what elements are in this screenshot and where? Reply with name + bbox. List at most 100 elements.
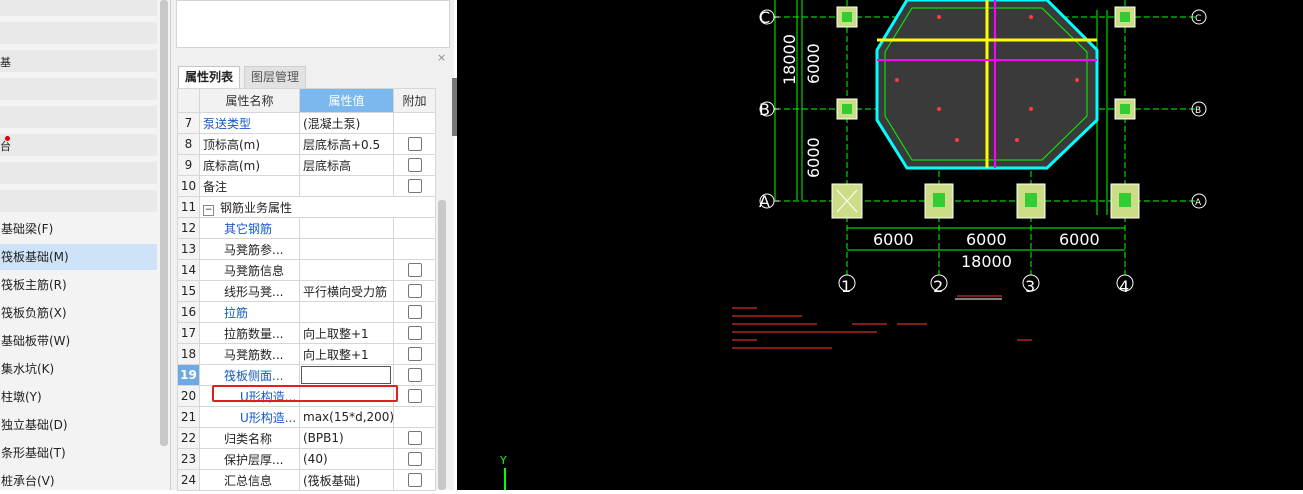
property-name: 顶标高(m) xyxy=(199,133,300,155)
attach-cell xyxy=(393,175,436,197)
table-row[interactable]: 22 归类名称 (BPB1) xyxy=(177,427,436,449)
nav-item-pile-cap[interactable]: 桩承台(V) xyxy=(1,474,55,488)
nav-group-bar[interactable] xyxy=(0,162,157,184)
property-name: 归类名称 xyxy=(199,427,300,449)
attach-checkbox[interactable] xyxy=(407,347,422,362)
table-row[interactable]: 10 备注 xyxy=(177,175,436,197)
attach-cell xyxy=(393,280,436,302)
attach-cell xyxy=(393,427,436,449)
property-value[interactable] xyxy=(299,175,394,197)
attach-cell xyxy=(393,238,436,260)
table-row[interactable]: 15 线形马凳... 平行横向受力筋 xyxy=(177,280,436,302)
header-attach[interactable]: 附加 xyxy=(393,88,436,113)
property-name: 马凳筋数... xyxy=(199,343,300,365)
property-value[interactable]: 向上取整+1 xyxy=(299,343,394,365)
nav-group-bar[interactable] xyxy=(0,190,157,212)
row-number: 13 xyxy=(177,238,200,260)
left-scrollbar[interactable] xyxy=(160,0,168,446)
description-box[interactable] xyxy=(176,0,450,48)
row-number: 8 xyxy=(177,133,200,155)
property-value[interactable] xyxy=(299,217,394,239)
nav-group-bar[interactable]: 台 xyxy=(0,134,157,156)
header-property-name[interactable]: 属性名称 xyxy=(199,88,300,113)
attach-cell xyxy=(393,301,436,323)
table-row[interactable]: 21 U形构造... max(15*d,200) xyxy=(177,406,436,428)
property-value[interactable] xyxy=(299,259,394,281)
row-number: 9 xyxy=(177,154,200,176)
property-name: 底标高(m) xyxy=(199,154,300,176)
table-row[interactable]: 18 马凳筋数... 向上取整+1 xyxy=(177,343,436,365)
property-value[interactable]: (混凝土泵) xyxy=(299,112,394,134)
property-value[interactable]: 层底标高+0.5 xyxy=(299,133,394,155)
group-header[interactable]: −钢筋业务属性 xyxy=(199,196,436,218)
attach-checkbox[interactable] xyxy=(407,368,422,383)
attach-cell xyxy=(393,217,436,239)
nav-item-sump-pit[interactable]: 集水坑(K) xyxy=(1,362,55,376)
table-row[interactable]: 9 底标高(m) 层底标高 xyxy=(177,154,436,176)
table-row[interactable]: 8 顶标高(m) 层底标高+0.5 xyxy=(177,133,436,155)
nav-group-bar[interactable]: 基 xyxy=(0,50,157,72)
attach-checkbox[interactable] xyxy=(407,473,422,488)
nav-group-bar[interactable] xyxy=(0,0,157,16)
tab-layer-management[interactable]: 图层管理 xyxy=(244,66,307,89)
table-row[interactable]: 13 马凳筋参... xyxy=(177,238,436,260)
property-value[interactable]: (筏板基础) xyxy=(299,469,394,491)
nav-item-raft-negative-rebar[interactable]: 筏板负筋(X) xyxy=(1,306,67,320)
nav-group-bar[interactable] xyxy=(0,22,157,44)
row-number: 11 xyxy=(177,196,200,218)
nav-item-strip-footing[interactable]: 条形基础(T) xyxy=(1,446,66,460)
table-row[interactable]: 23 保护层厚... (40) xyxy=(177,448,436,470)
attach-checkbox[interactable] xyxy=(407,305,422,320)
property-value[interactable]: (BPB1) xyxy=(299,427,394,449)
attach-checkbox[interactable] xyxy=(407,326,422,341)
nav-group-bar[interactable] xyxy=(0,78,157,100)
nav-item-isolated-footing[interactable]: 独立基础(D) xyxy=(1,418,68,432)
nav-item-foundation-strip[interactable]: 基础板带(W) xyxy=(1,334,71,348)
table-row[interactable]: 17 拉筋数量... 向上取整+1 xyxy=(177,322,436,344)
nav-item-column-pier[interactable]: 柱墩(Y) xyxy=(1,390,42,404)
attach-checkbox[interactable] xyxy=(407,179,422,194)
row-number: 22 xyxy=(177,427,200,449)
attach-checkbox[interactable] xyxy=(407,389,422,404)
property-value[interactable]: max(15*d,200) xyxy=(299,406,394,428)
table-row[interactable]: 7 泵送类型 (混凝土泵) xyxy=(177,112,436,134)
header-index xyxy=(177,88,200,113)
red-dot-badge xyxy=(5,136,10,141)
property-value[interactable]: (40) xyxy=(299,448,394,470)
attach-cell xyxy=(393,133,436,155)
table-row[interactable]: 11 −钢筋业务属性 xyxy=(177,196,436,218)
tab-property-list[interactable]: 属性列表 xyxy=(178,66,241,88)
property-value[interactable]: 层底标高 xyxy=(299,154,394,176)
attach-checkbox[interactable] xyxy=(407,263,422,278)
table-row[interactable]: 16 拉筋 xyxy=(177,301,436,323)
table-row[interactable]: 24 汇总信息 (筏板基础) xyxy=(177,469,436,491)
nav-item-raft-foundation[interactable]: 筏板基础(M) xyxy=(0,244,157,270)
attach-checkbox[interactable] xyxy=(407,284,422,299)
property-value-editor[interactable] xyxy=(301,366,391,384)
nav-group-bar[interactable] xyxy=(0,106,157,128)
table-row[interactable]: 12 其它钢筋 xyxy=(177,217,436,239)
close-icon[interactable]: × xyxy=(437,51,447,64)
attach-checkbox[interactable] xyxy=(407,431,422,446)
attach-checkbox[interactable] xyxy=(407,158,422,173)
properties-scrollbar[interactable] xyxy=(438,200,446,490)
attach-checkbox[interactable] xyxy=(407,137,422,152)
table-row-selected[interactable]: 19 筏板侧面... xyxy=(177,364,436,386)
nav-item-raft-main-rebar[interactable]: 筏板主筋(R) xyxy=(1,278,67,292)
property-value[interactable] xyxy=(299,301,394,323)
panel-splitter-handle[interactable] xyxy=(452,78,457,136)
row-number: 10 xyxy=(177,175,200,197)
axis-bubbles-left xyxy=(759,9,1207,209)
nav-item-foundation-beam[interactable]: 基础梁(F) xyxy=(1,222,54,236)
row-number: 21 xyxy=(177,406,200,428)
attach-cell xyxy=(393,469,436,491)
cad-viewport[interactable]: C B A C B A 18000 6000 6000 6000 6000 60… xyxy=(457,0,1303,490)
attach-checkbox[interactable] xyxy=(407,452,422,467)
header-property-value[interactable]: 属性值 xyxy=(299,88,394,113)
collapse-icon[interactable]: − xyxy=(203,204,214,216)
property-value[interactable]: 向上取整+1 xyxy=(299,322,394,344)
property-value[interactable]: 平行横向受力筋 xyxy=(299,280,394,302)
property-value[interactable] xyxy=(299,238,394,260)
table-row[interactable]: 14 马凳筋信息 xyxy=(177,259,436,281)
row-number: 19 xyxy=(177,364,200,386)
